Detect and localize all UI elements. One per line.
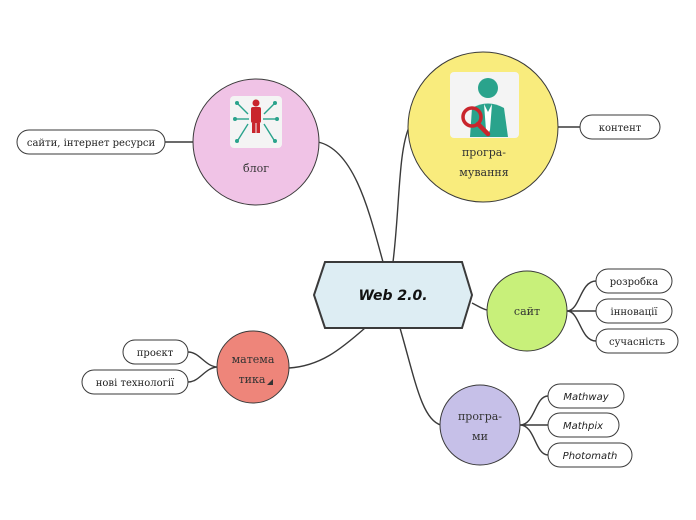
connector-blog (317, 141, 384, 263)
leaf-programming-0[interactable]: контент (579, 114, 661, 140)
connector-math-leaves (187, 351, 219, 383)
leaf-label: Photomath (563, 451, 618, 462)
connectors (165, 124, 597, 456)
expand-triangle-icon[interactable] (267, 379, 273, 385)
leaf-label: розробка (610, 277, 659, 288)
leaf-programs-0[interactable]: Mathway (547, 383, 625, 409)
leaf-label: сайти, інтернет ресурси (27, 138, 156, 149)
topic-math-line2: тика (239, 373, 266, 386)
leaf-label: контент (599, 123, 642, 134)
topic-blog-label: блог (243, 162, 269, 175)
connector-site (471, 302, 488, 311)
topic-math[interactable]: матема тика (216, 330, 290, 404)
topic-programs-line1: програ- (458, 410, 502, 423)
leaf-site-0[interactable]: розробка (595, 268, 673, 294)
connector-math (288, 327, 366, 369)
topic-math-line1: матема (232, 353, 275, 366)
leaf-blog-0[interactable]: сайти, інтернет ресурси (16, 129, 166, 155)
central-topic-label: Web 2.0. (358, 288, 427, 304)
leaf-programs-2[interactable]: Photomath (547, 442, 633, 468)
person-magnifier-icon (450, 72, 519, 138)
leaf-label: інновації (611, 307, 659, 318)
topic-programming-line2: мування (459, 166, 508, 179)
topic-site-label: сайт (514, 305, 540, 318)
connector-site-leaves (566, 280, 597, 342)
connector-programming (392, 124, 411, 263)
person-network-icon (230, 96, 282, 148)
connector-programs-leaves (519, 395, 549, 456)
leaf-label: сучасність (609, 337, 666, 348)
leaf-label: проєкт (137, 348, 174, 359)
topic-programs-line2: ми (472, 430, 488, 443)
leaf-label: Mathway (563, 392, 609, 403)
leaf-site-1[interactable]: інновації (595, 298, 673, 324)
leaf-label: нові технології (96, 378, 175, 389)
leaf-site-2[interactable]: сучасність (595, 328, 679, 354)
leaf-label: Mathpix (563, 421, 603, 432)
topic-programming-line1: програ- (462, 146, 506, 159)
topic-programming[interactable]: програ- мування (407, 51, 559, 203)
central-topic[interactable]: Web 2.0. (312, 261, 474, 329)
connector-programs (399, 327, 442, 426)
topic-programs[interactable]: програ- ми (439, 384, 521, 466)
topic-site[interactable]: сайт (486, 270, 568, 352)
leaf-programs-1[interactable]: Mathpix (547, 412, 620, 438)
leaf-math-0[interactable]: проєкт (122, 339, 189, 365)
topic-blog[interactable]: блог (192, 78, 320, 206)
leaf-math-1[interactable]: нові технології (81, 369, 189, 395)
